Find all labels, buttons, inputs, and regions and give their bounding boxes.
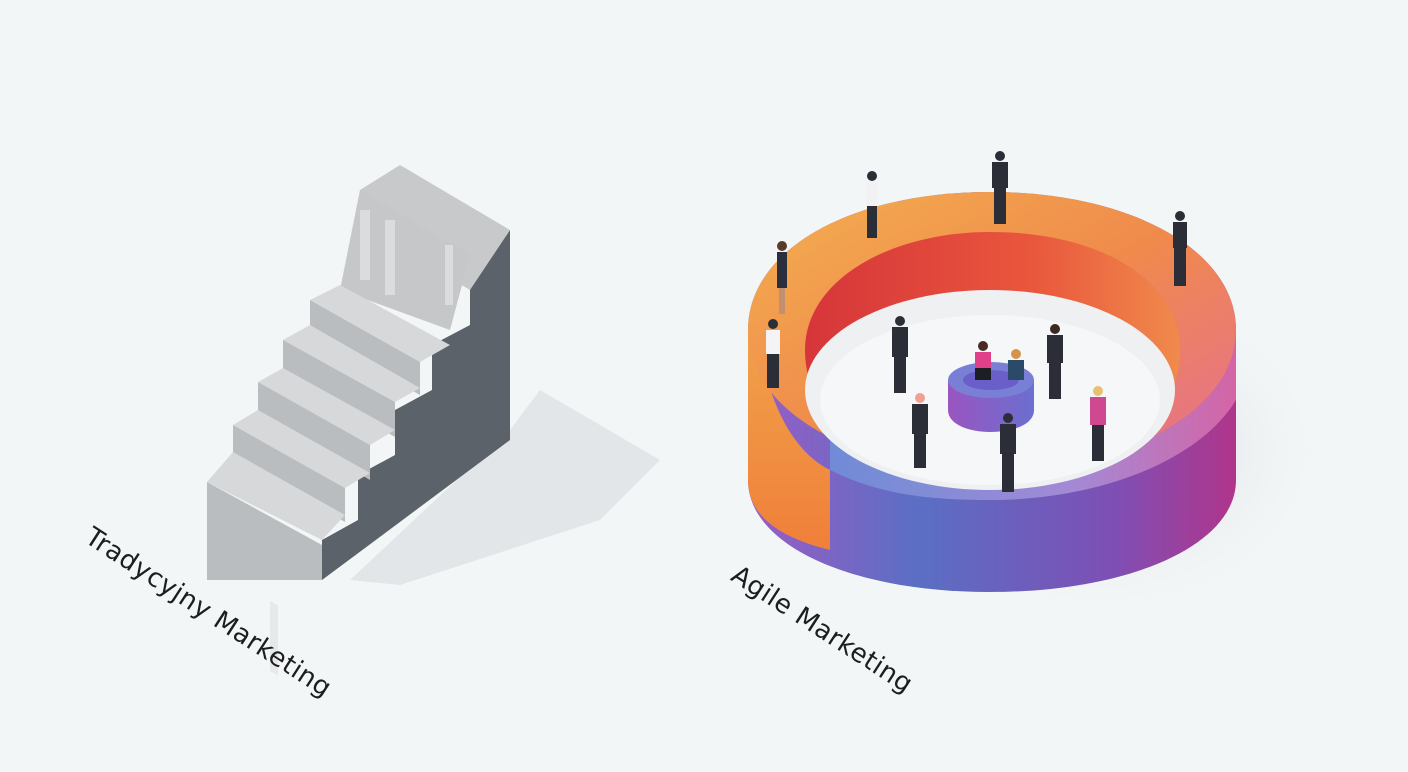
person-icon [1008,349,1024,380]
person-icon [892,316,908,393]
person-icon [766,319,780,388]
staircase-icon [207,165,510,676]
person-icon [1173,211,1187,286]
person-icon [992,151,1008,224]
person-icon [866,171,878,238]
person-icon [777,241,787,314]
team-figures [766,151,1187,492]
person-icon [1090,386,1106,461]
person-icon [912,393,928,468]
person-icon [975,341,991,380]
staircase-shadow [350,390,660,585]
person-icon [1000,413,1016,492]
person-icon [1047,324,1063,399]
